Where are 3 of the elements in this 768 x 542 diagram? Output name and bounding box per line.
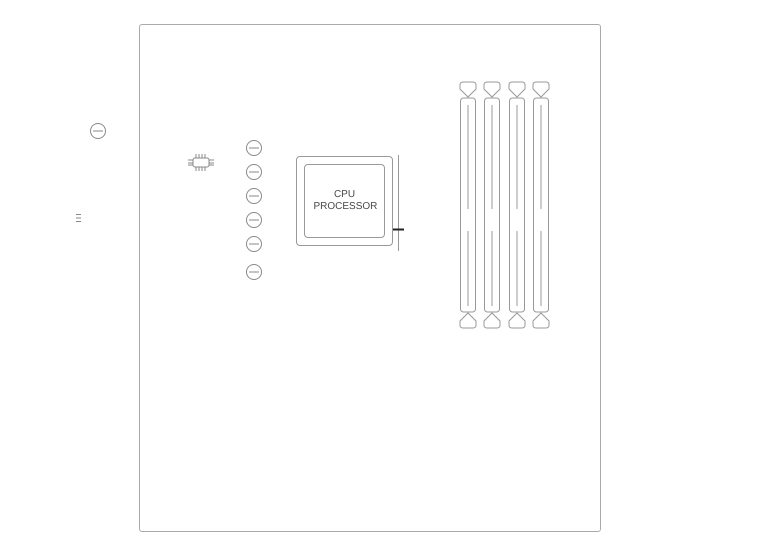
motherboard-outline (139, 24, 601, 532)
cpu-socket (296, 156, 393, 246)
cpu-label: CPU PROCESSOR (314, 189, 376, 213)
